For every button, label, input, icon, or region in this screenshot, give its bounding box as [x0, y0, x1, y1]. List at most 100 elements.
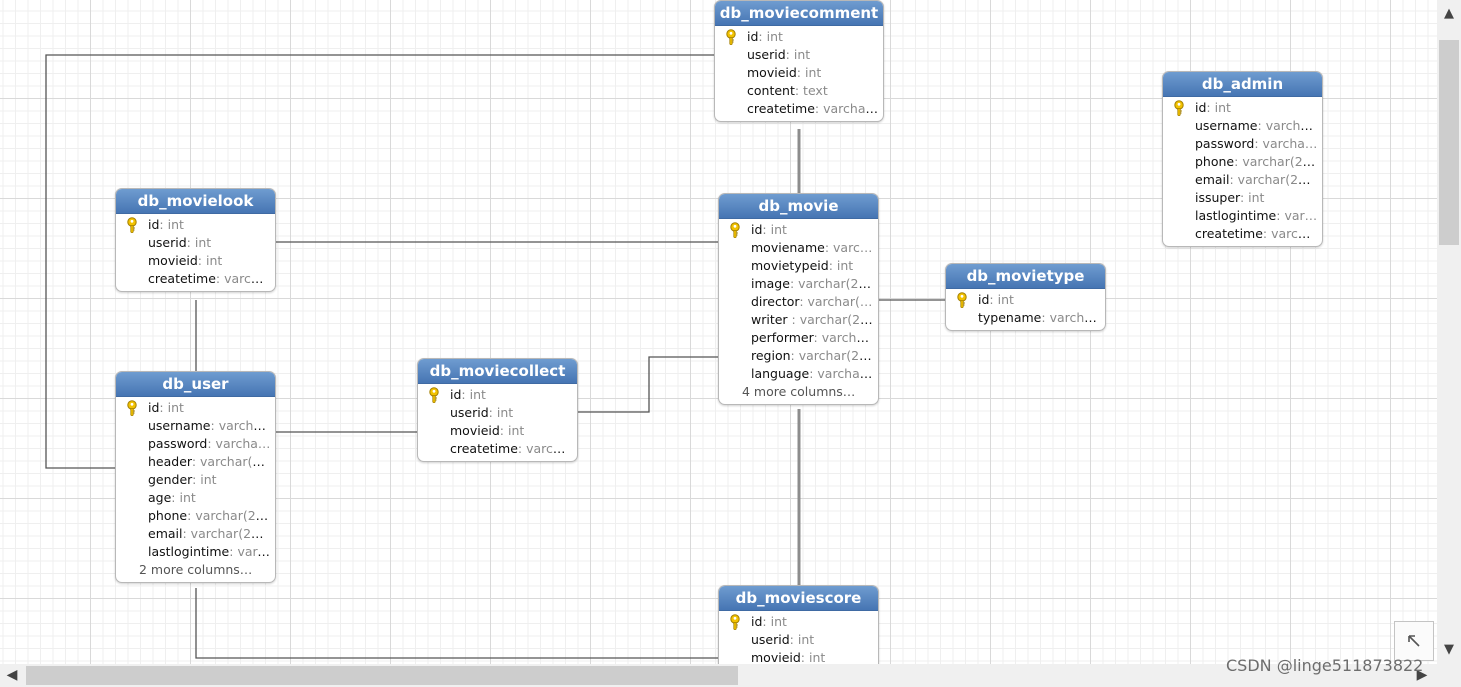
column-row[interactable]: userid: int [747, 47, 811, 62]
column-type: int [797, 632, 815, 647]
column-row[interactable]: userid: int [450, 405, 514, 420]
column-type: varc… [237, 544, 275, 559]
column-row[interactable]: email: varchar(255) [1195, 172, 1319, 187]
column-row[interactable]: id: int [1163, 99, 1322, 117]
column-row[interactable]: movieid: int [751, 650, 826, 664]
table-title: db_movietype [946, 264, 1105, 289]
column-name: movieid [148, 253, 198, 268]
column-name: performer [751, 330, 814, 345]
column-name: createtime [148, 271, 216, 286]
fit-view-button[interactable] [1394, 621, 1434, 661]
column-row[interactable]: issuper: int [1195, 190, 1265, 205]
chevron-left-icon[interactable]: ◀ [6, 667, 18, 683]
column-name: image [751, 276, 790, 291]
column-row[interactable]: id: int [719, 221, 878, 239]
column-row[interactable]: movieid: int [450, 423, 525, 438]
column-row[interactable]: id: int [946, 291, 1105, 309]
column-row[interactable]: movieid: int [747, 65, 822, 80]
column-type: int [804, 65, 822, 80]
column-name: movietypeid [751, 258, 829, 273]
key-icon [726, 29, 736, 45]
column-name: lastlogintime [1195, 208, 1277, 223]
chevron-down-icon[interactable]: ▼ [1444, 642, 1454, 657]
more-columns-link[interactable]: 2 more columns… [139, 562, 253, 577]
column-name: movieid [450, 423, 500, 438]
vertical-scroll-thumb[interactable] [1439, 40, 1459, 245]
column-row[interactable]: email: varchar(255) [148, 526, 272, 541]
column-name: username [148, 418, 211, 433]
column-row[interactable]: movieid: int [148, 253, 223, 268]
column-row[interactable]: lastlogintime: var… [1195, 208, 1318, 223]
column-name: issuper [1195, 190, 1240, 205]
arrow-up-left-icon [1408, 635, 1420, 647]
column-row[interactable]: phone: varchar(255) [148, 508, 275, 523]
column-row[interactable]: writer : varchar(255) [719, 311, 878, 329]
column-row[interactable]: id: int [719, 613, 878, 631]
column-row[interactable]: content: text [747, 83, 828, 98]
column-row[interactable]: createtime: varch… [450, 441, 574, 456]
column-type: int [997, 292, 1014, 307]
column-row[interactable]: id: int [715, 28, 883, 46]
column-name: password [1195, 136, 1255, 151]
column-type: varcha… [1049, 310, 1105, 325]
column-row[interactable]: movietypeid: int [751, 258, 854, 273]
column-row[interactable]: region: varchar(255) [751, 348, 878, 363]
column-name: director [751, 294, 800, 309]
column-type: varcha… [1265, 118, 1321, 133]
column-name: email [1195, 172, 1230, 187]
column-row[interactable]: id: int [116, 399, 275, 417]
column-row[interactable]: userid: int [751, 632, 815, 647]
column-row[interactable]: gender: int [148, 472, 217, 487]
column-row[interactable]: performer: varcha… [751, 330, 877, 345]
table-title: db_moviecomment [715, 1, 883, 26]
table-title: db_user [116, 372, 275, 397]
column-type: int [836, 258, 854, 273]
more-columns-link[interactable]: 4 more columns… [742, 384, 856, 399]
column-row[interactable]: moviename: varc… [751, 240, 873, 255]
column-name: password [148, 436, 208, 451]
column-type: int [194, 235, 212, 250]
column-name: userid [148, 235, 187, 250]
chevron-right-icon[interactable]: ▶ [1416, 667, 1428, 683]
column-row[interactable]: userid: int [148, 235, 212, 250]
column-row[interactable]: age: int [148, 490, 196, 505]
column-type: varchar(255) [1237, 172, 1319, 187]
column-row[interactable]: password: varcha… [1195, 136, 1318, 151]
column-type: varchar… [817, 366, 878, 381]
column-row[interactable]: createtime: varch… [1195, 226, 1319, 241]
column-row[interactable]: id: int [418, 386, 577, 404]
column-name: writer [751, 312, 792, 327]
column-row[interactable]: image: varchar(255) [751, 276, 878, 291]
column-row[interactable]: createtime: varch… [148, 271, 272, 286]
column-row[interactable]: username: varcha… [1195, 118, 1321, 133]
column-row[interactable]: password: varcha… [148, 436, 271, 451]
column-name: userid [747, 47, 786, 62]
column-type: int [770, 222, 787, 237]
column-row[interactable]: username: varcha… [148, 418, 274, 433]
chevron-up-icon[interactable]: ▲ [1444, 6, 1454, 21]
key-icon [1174, 100, 1184, 116]
column-row[interactable]: lastlogintime: varc… [148, 544, 275, 559]
column-row[interactable]: header: varchar(2… [148, 454, 273, 469]
column-name: id [747, 29, 759, 44]
column-row[interactable]: createtime: varchar… [747, 101, 883, 116]
key-icon [429, 387, 439, 403]
column-row[interactable]: typename: varcha… [978, 310, 1105, 325]
column-type: int [766, 29, 783, 44]
column-row[interactable]: director: varchar(… [751, 294, 873, 309]
column-row[interactable]: id: int [116, 216, 275, 234]
horizontal-scroll-thumb[interactable] [26, 666, 738, 685]
column-row[interactable]: language: varchar… [751, 366, 878, 381]
column-row[interactable]: phone: varchar(255) [1195, 154, 1322, 169]
